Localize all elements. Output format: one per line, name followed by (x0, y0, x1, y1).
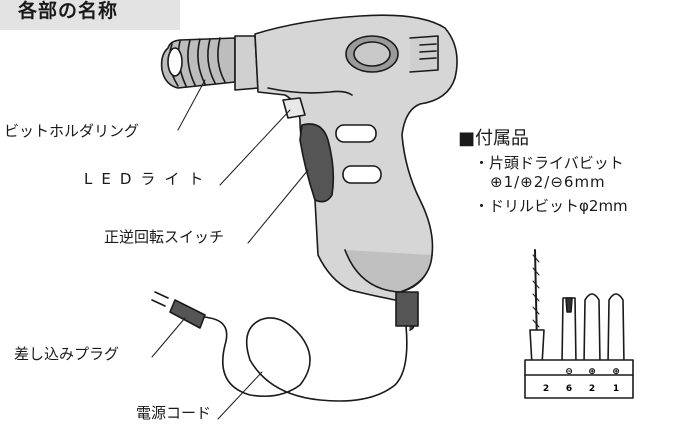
power-cord (151, 291, 419, 402)
bit-set (524, 249, 634, 399)
accessory-driver-bit: ・片頭ドライバビット (474, 154, 624, 172)
drill-body (254, 14, 458, 301)
svg-text:1: 1 (613, 384, 619, 394)
svg-text:2: 2 (589, 384, 595, 394)
svg-text:⊕: ⊕ (588, 367, 596, 377)
accessory-driver-bit-sizes: ⊕1/⊕2/⊖6mm (490, 173, 606, 191)
chuck (160, 35, 259, 91)
section-header-tab (0, 0, 180, 30)
leader-lines (151, 79, 309, 420)
accessories-title: ■付属品 (458, 128, 530, 149)
section-title: 各部の名称 (18, 0, 119, 22)
label-led-light: LEDライト (84, 170, 213, 188)
bit-holder-markers: ⊖ ⊕ ⊕ 2 6 2 1 (543, 367, 620, 394)
svg-text:2: 2 (543, 384, 549, 394)
svg-text:⊖: ⊖ (565, 367, 573, 377)
svg-text:6: 6 (566, 384, 572, 394)
accessory-drill-bit: ・ドリルビットφ2mm (474, 197, 628, 215)
label-power-cord: 電源コード (136, 404, 212, 422)
label-power-plug: 差し込みプラグ (14, 345, 120, 363)
label-direction-switch: 正逆回転スイッチ (104, 228, 225, 246)
label-bit-holder-ring: ビットホルダリング (4, 122, 140, 140)
svg-text:⊕: ⊕ (612, 367, 620, 377)
